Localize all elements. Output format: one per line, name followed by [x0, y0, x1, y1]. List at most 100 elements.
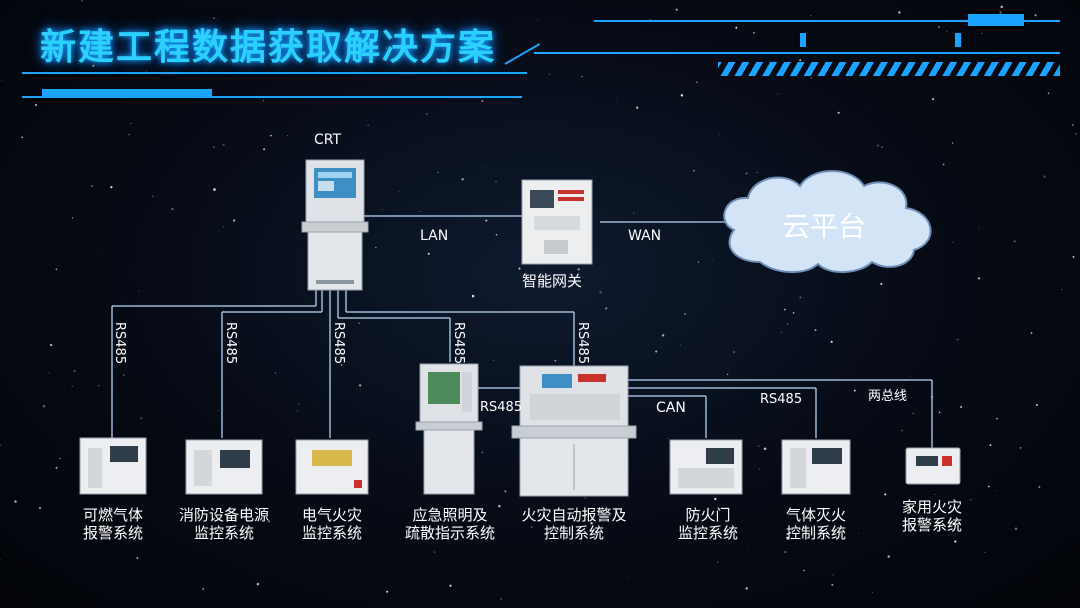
star: [956, 339, 957, 341]
star: [1027, 23, 1029, 24]
star: [584, 497, 586, 499]
star: [533, 73, 535, 75]
star: [50, 344, 53, 347]
star: [880, 282, 883, 285]
star: [1034, 14, 1037, 17]
star: [810, 15, 812, 17]
header-line-left: [22, 72, 527, 74]
star: [358, 384, 362, 387]
star: [233, 219, 236, 222]
star: [398, 191, 400, 193]
star: [957, 339, 959, 341]
star: [952, 522, 956, 525]
star: [495, 233, 498, 236]
star: [763, 447, 767, 451]
star: [786, 536, 789, 539]
device-label-fire-alarm-control: 火灾自动报警及控制系统: [521, 506, 627, 542]
star: [627, 577, 629, 579]
star: [716, 561, 719, 563]
star: [726, 373, 729, 376]
star: [866, 103, 868, 105]
crt-label: CRT: [314, 132, 342, 148]
star: [1012, 419, 1014, 421]
header-tick-1: [800, 33, 806, 47]
star: [787, 533, 788, 534]
star: [461, 178, 464, 181]
star: [857, 533, 859, 534]
star: [427, 252, 430, 255]
star: [901, 429, 904, 432]
star: [981, 32, 983, 35]
star: [692, 169, 696, 172]
star: [604, 308, 607, 311]
star: [752, 31, 755, 34]
star: [425, 113, 428, 115]
star: [55, 268, 58, 271]
star: [792, 312, 795, 314]
star: [217, 409, 219, 411]
star: [1071, 123, 1074, 126]
star: [978, 226, 980, 229]
star: [30, 510, 31, 512]
star: [223, 226, 224, 228]
star: [262, 100, 265, 102]
star: [1014, 527, 1018, 531]
star: [1075, 132, 1077, 135]
star: [616, 97, 618, 99]
star: [938, 411, 941, 414]
star: [995, 490, 997, 492]
star: [367, 124, 370, 127]
star: [382, 209, 384, 210]
star: [989, 444, 992, 447]
star: [122, 103, 124, 105]
rs485-label-power: RS485: [223, 322, 238, 365]
star: [136, 556, 139, 559]
star: [481, 167, 483, 168]
star: [554, 359, 557, 362]
star: [684, 313, 686, 315]
star: [810, 77, 812, 79]
star: [481, 100, 484, 102]
star: [799, 296, 802, 299]
star: [166, 31, 168, 34]
star: [152, 195, 154, 198]
star: [222, 143, 225, 146]
star: [830, 340, 833, 343]
star: [679, 344, 682, 346]
star: [937, 25, 941, 29]
star: [21, 136, 23, 139]
star: [202, 588, 205, 590]
star: [138, 290, 140, 292]
star: [1022, 425, 1024, 426]
star: [73, 369, 76, 373]
star: [287, 134, 289, 136]
star: [495, 181, 497, 183]
star: [799, 59, 802, 62]
header-bar-right: [968, 14, 1024, 26]
star: [952, 142, 954, 144]
rs485-label-gas-ext: RS485: [760, 392, 803, 407]
star: [90, 58, 92, 60]
star: [661, 334, 665, 337]
star: [274, 372, 277, 374]
star: [256, 582, 260, 586]
star: [419, 210, 422, 212]
star: [1047, 92, 1050, 95]
star: [732, 350, 736, 354]
star: [887, 555, 890, 558]
star: [876, 144, 880, 147]
page-title: 新建工程数据获取解决方案: [40, 27, 497, 68]
star: [837, 111, 840, 114]
device-label-fire-door: 防火门监控系统: [677, 506, 738, 542]
star: [952, 241, 954, 243]
star: [95, 250, 97, 251]
star: [912, 412, 915, 415]
star: [593, 533, 597, 536]
star: [590, 522, 593, 525]
star: [714, 497, 717, 501]
rs485-label-electric: RS485: [331, 322, 346, 365]
header-tick-2: [955, 33, 961, 47]
star: [386, 590, 389, 593]
star: [1038, 486, 1041, 488]
device-label-gas-extinguishing: 气体灭火控制系统: [785, 506, 846, 542]
